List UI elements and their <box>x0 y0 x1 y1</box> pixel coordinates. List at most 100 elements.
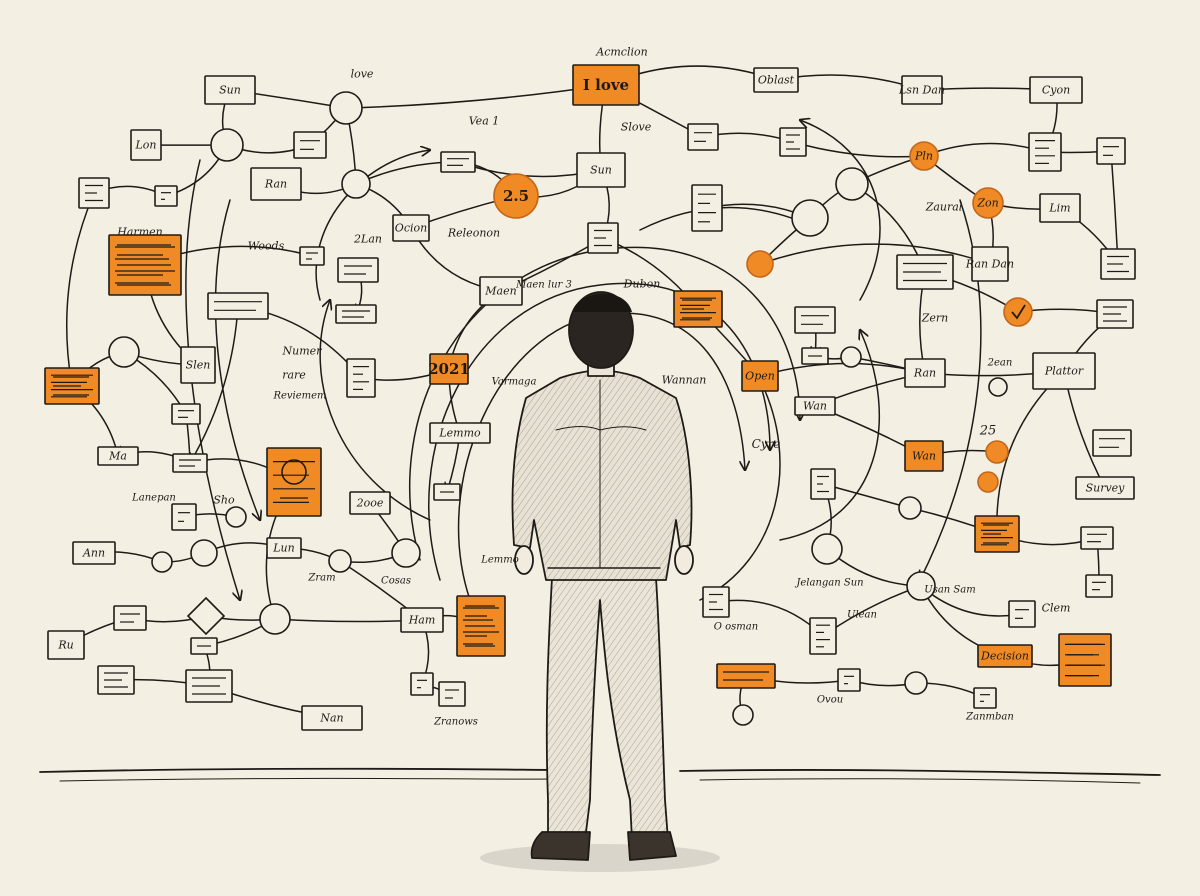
node-circle-k <box>328 549 352 573</box>
connector-arrow <box>67 192 95 386</box>
node-sq-l10 <box>438 681 466 707</box>
sketch-box <box>1028 132 1062 172</box>
handwritten-maen-dur: Maen lur 3 <box>515 280 572 291</box>
handwritten-love-node: love <box>351 68 374 81</box>
node-lon <box>130 129 162 161</box>
node-lines-rr <box>1096 299 1134 329</box>
handwritten-usan-sam: Usan Sam <box>924 585 975 596</box>
face-circle <box>281 459 307 485</box>
node-love-circle <box>329 91 363 125</box>
orange-box <box>572 64 640 106</box>
sketch-box <box>1092 429 1132 457</box>
node-label-ran-r: Ran <box>913 367 936 380</box>
node-wide-l <box>207 292 269 320</box>
sketch-box <box>901 75 943 105</box>
node-box-b <box>779 127 807 157</box>
sketch-circle <box>225 506 247 528</box>
orange-box-scribble <box>983 524 1009 544</box>
sketch-box <box>1080 526 1114 550</box>
orange-circle <box>985 440 1009 464</box>
orange-circle <box>746 250 774 278</box>
sketch-box <box>1008 600 1036 628</box>
handwritten-cosas: Cosas <box>381 576 411 587</box>
node-zone <box>349 491 391 515</box>
node-circle-f <box>840 346 862 368</box>
handwritten-vea: Vea 1 <box>469 115 500 128</box>
node-list-rr <box>1100 248 1136 280</box>
sketch-circle <box>732 704 754 726</box>
node-label-lemmo: Lemmo <box>438 427 481 440</box>
handwritten-zamban: Zanmban <box>965 712 1014 723</box>
sketch-box <box>204 75 256 105</box>
node-label-zone: 2ooe <box>356 497 384 510</box>
orange-circle <box>977 471 999 493</box>
node-label-survey: Survey <box>1086 482 1126 495</box>
node-label-lon: Lon <box>134 139 156 152</box>
sketch-circle <box>811 533 843 565</box>
node-circle-j <box>190 539 218 567</box>
handwritten-ovou-box: Ovou <box>817 695 843 706</box>
person-left-shoe <box>530 831 591 861</box>
node-circle-a <box>210 128 244 162</box>
orange-box <box>429 353 469 385</box>
connector-arrow <box>792 141 924 157</box>
sweeping-arc <box>779 330 881 541</box>
sketch-circle <box>341 169 371 199</box>
node-orange-br <box>1058 633 1112 687</box>
sketch-circle <box>151 551 173 573</box>
node-ovou-box <box>809 617 837 655</box>
node-circle-l <box>391 538 421 568</box>
check-mark-icon <box>1011 304 1026 320</box>
handwritten-lanepan: Lanepan <box>131 493 176 504</box>
node-label-wan: Wan <box>803 400 827 413</box>
node-vert-box <box>346 358 376 398</box>
sketch-box <box>180 346 216 384</box>
sketch-circle <box>791 199 829 237</box>
connector-arrow <box>759 243 990 264</box>
node-cyl <box>687 123 719 151</box>
sketch-circle <box>904 671 928 695</box>
decision-diamond <box>186 596 226 636</box>
node-ann <box>72 541 116 565</box>
node-lsn <box>901 75 943 105</box>
sketch-box <box>1039 193 1081 223</box>
node-maen <box>479 276 523 306</box>
node-sq-l5 <box>171 503 197 531</box>
node-circle-c <box>835 167 869 201</box>
handwritten-zaural: Zaural <box>925 201 963 214</box>
orange-box-scribble <box>1067 643 1101 677</box>
node-circle-g <box>988 377 1008 397</box>
orange-circle <box>493 173 539 219</box>
sketch-box <box>576 152 626 188</box>
sketch-circle <box>835 167 869 201</box>
sketch-circle <box>840 346 862 368</box>
node-circle-h <box>225 506 247 528</box>
sketch-circle <box>329 91 363 125</box>
node-label-zon: Zon <box>976 197 998 210</box>
node-sun-top <box>204 75 256 105</box>
sketch-box <box>172 453 208 473</box>
sketch-box <box>130 129 162 161</box>
node-bar-r <box>1092 429 1132 457</box>
node-label-lim-r: Lim <box>1048 202 1070 215</box>
sketch-box <box>809 617 837 655</box>
sweeping-arc <box>319 300 431 521</box>
sketch-box <box>794 396 836 416</box>
node-slen <box>180 346 216 384</box>
node-label-cyon: Cyon <box>1042 84 1070 97</box>
sketch-box <box>335 304 377 324</box>
sketch-box <box>154 185 178 207</box>
node-list-l <box>78 177 110 209</box>
orange-box-scribble <box>53 376 89 396</box>
node-ocion <box>392 214 430 242</box>
node-n2021 <box>429 353 469 385</box>
node-dot-25b <box>977 471 999 493</box>
node-sq-r4 <box>1085 574 1113 598</box>
sketch-box <box>973 687 997 709</box>
node-label-plattor: Plattor <box>1044 365 1084 378</box>
node-sq-s <box>154 185 178 207</box>
node-lim-r <box>1039 193 1081 223</box>
node-sq-rt <box>335 304 377 324</box>
handwritten-numer: Numer <box>282 345 323 358</box>
